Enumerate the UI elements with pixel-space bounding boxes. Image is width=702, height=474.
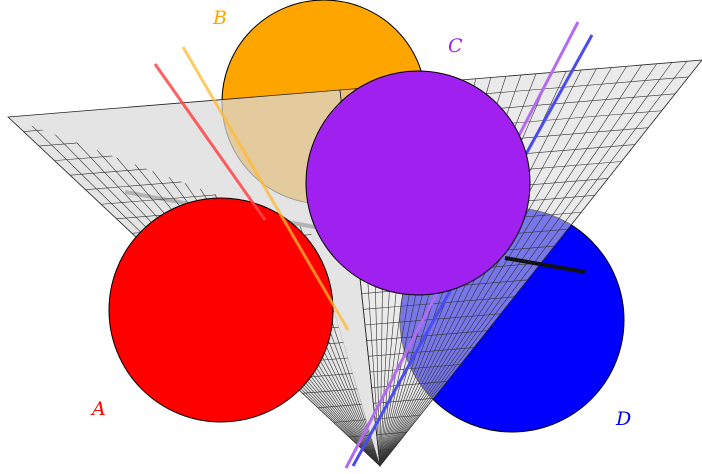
label-c: C — [448, 35, 463, 57]
mesh-line — [368, 347, 474, 357]
mesh-line — [363, 296, 515, 310]
mesh-line — [376, 431, 407, 435]
sphere-a — [108, 197, 334, 423]
sphere-c — [305, 70, 531, 296]
mesh-line — [369, 364, 461, 373]
mesh-line — [378, 448, 394, 451]
mesh-line — [366, 330, 488, 341]
line-a — [153, 63, 267, 221]
label-b: B — [212, 7, 227, 29]
mesh-line — [371, 381, 448, 388]
axis-line-front — [504, 256, 586, 274]
mesh-line — [373, 398, 434, 404]
line-b — [181, 46, 350, 331]
label-d: D — [615, 408, 631, 430]
label-a: A — [90, 398, 106, 420]
mesh-line — [374, 414, 421, 420]
